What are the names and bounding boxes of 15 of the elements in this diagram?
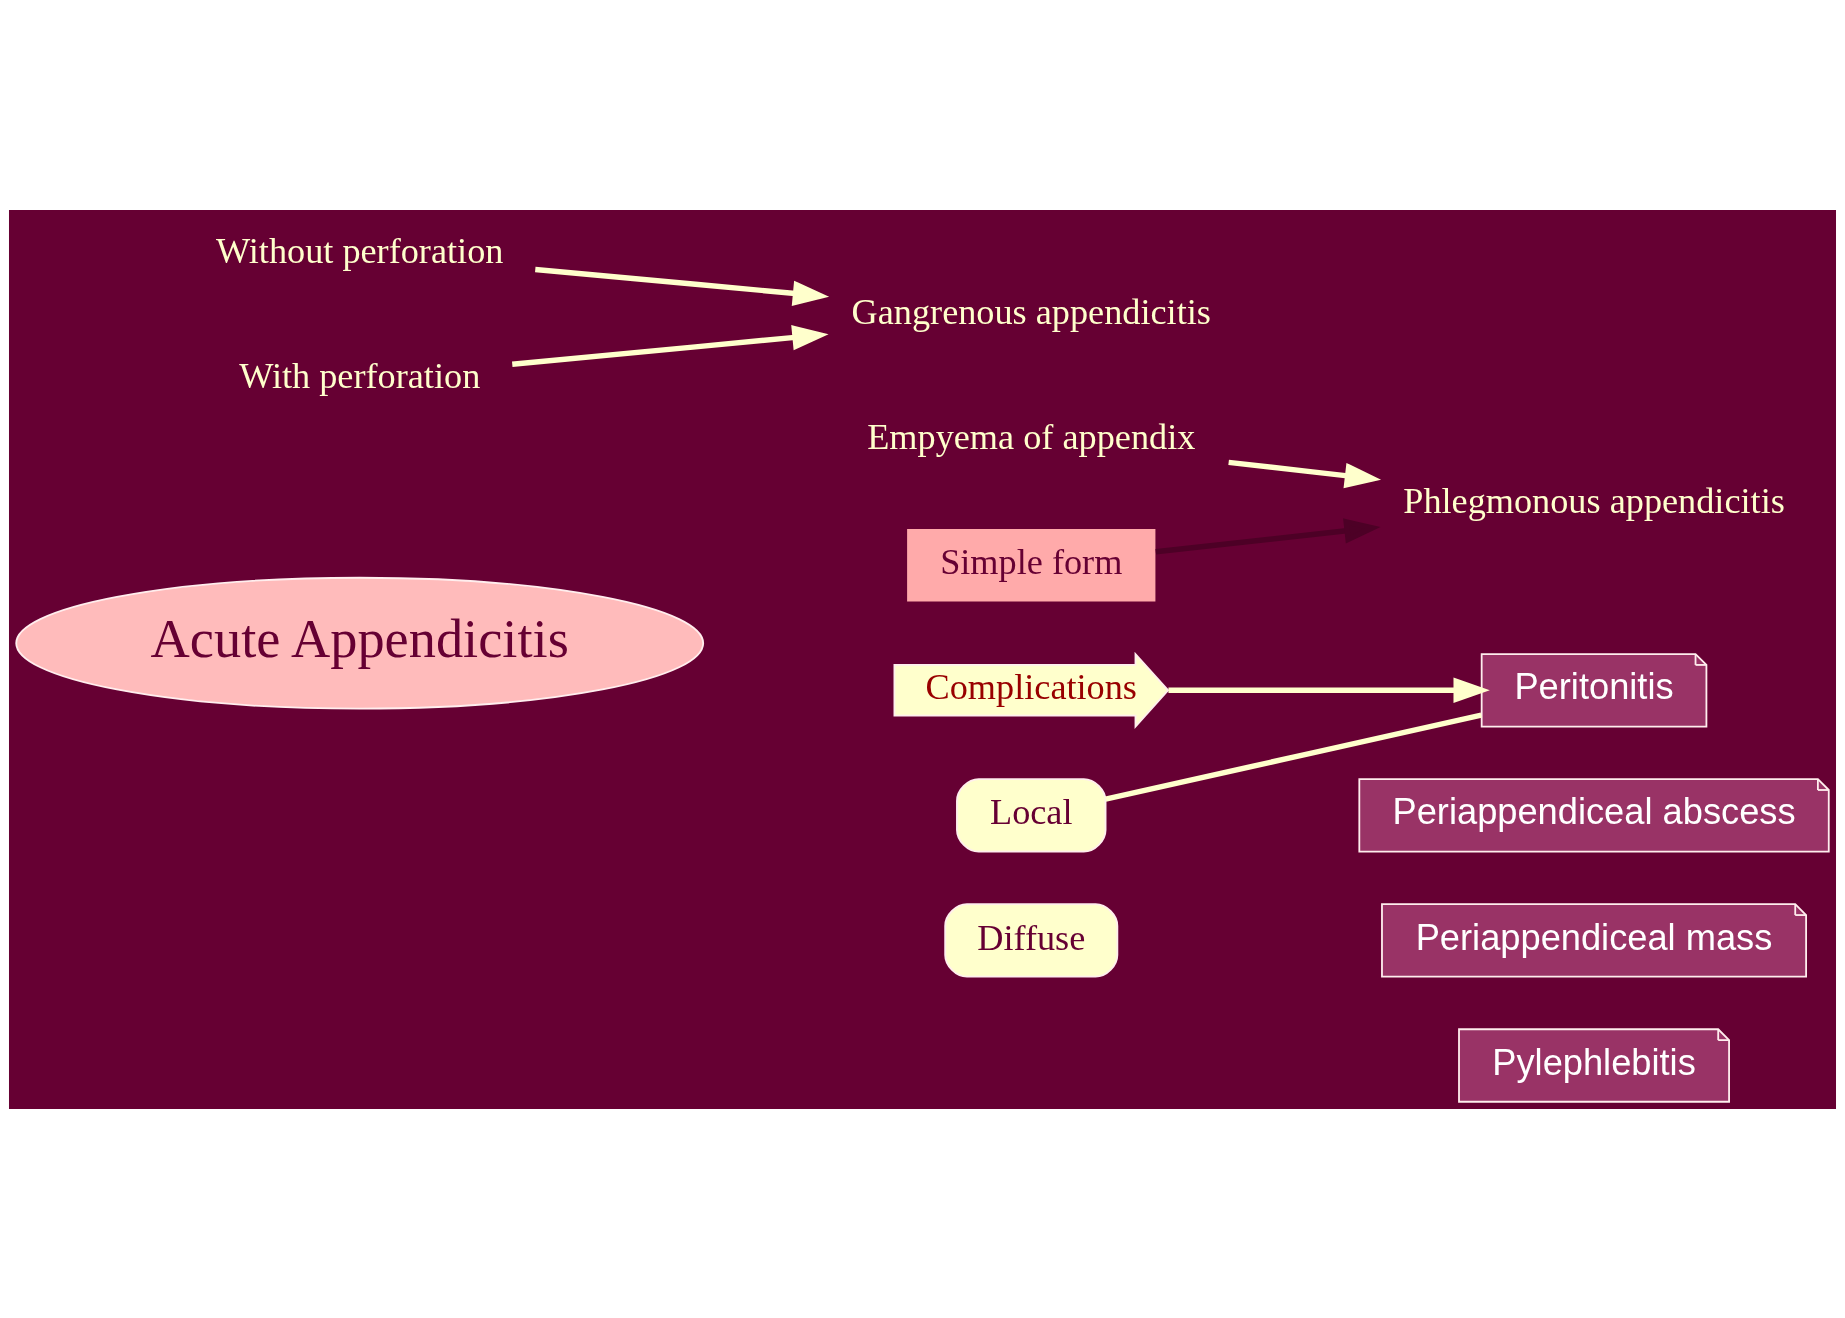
node-text: Without perforation [215, 230, 504, 271]
node-box: Simple form [907, 528, 1156, 601]
arrow [1155, 517, 1381, 554]
node-text: Phlegmonous appendicitis [1403, 480, 1785, 521]
node-text: Gangrenous appendicitis [851, 291, 1211, 332]
connector [1105, 711, 1482, 802]
node-box: Diffuse [944, 902, 1119, 978]
node-ellipse: Acute Appendicitis [15, 576, 705, 710]
node-text: With perforation [239, 355, 481, 396]
arrow [1168, 677, 1490, 703]
arrow [535, 266, 830, 306]
node-box: Local [956, 777, 1107, 853]
arrow [1228, 459, 1382, 488]
node-text: Empyema of appendix [867, 416, 1196, 457]
arrow [512, 324, 829, 367]
